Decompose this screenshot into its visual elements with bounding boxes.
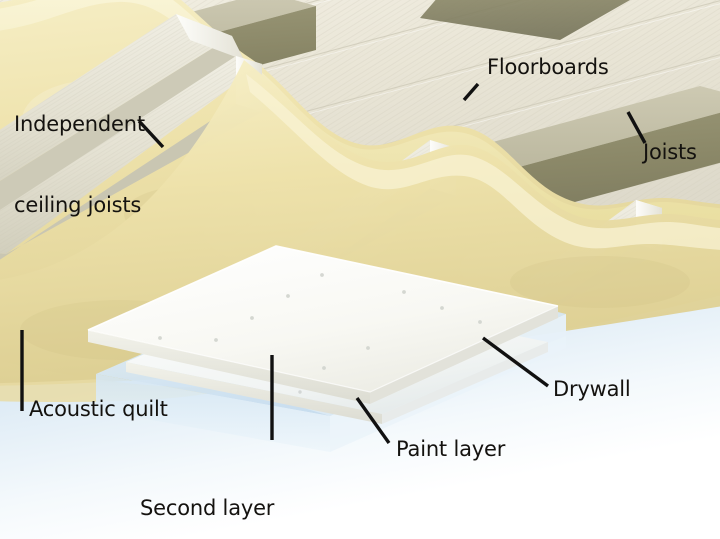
drywall xyxy=(87,245,559,404)
leader-paint-layer xyxy=(355,397,391,444)
leader-floorboards xyxy=(462,82,480,102)
leader-joists xyxy=(626,111,647,144)
leader-lines xyxy=(20,82,647,444)
leader-drywall xyxy=(481,336,550,388)
leader-independent-ceiling-joists xyxy=(137,119,165,149)
ceiling-joist-left xyxy=(0,14,244,212)
